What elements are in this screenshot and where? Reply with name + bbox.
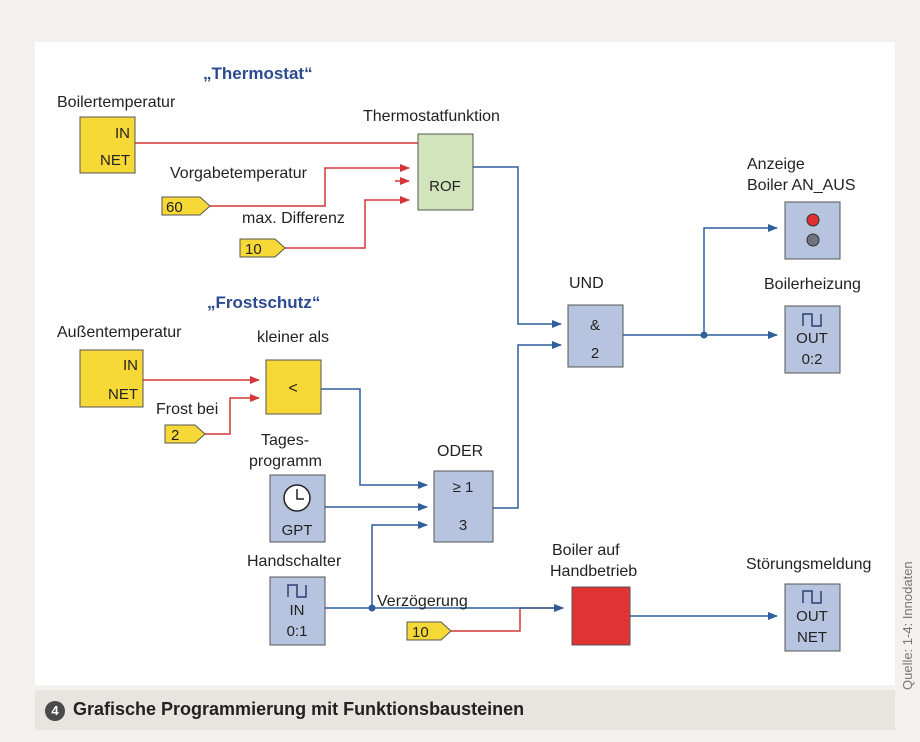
verz-label: Verzögerung: [377, 593, 468, 610]
oder-label: ODER: [437, 443, 483, 460]
caption-bar: 4 Grafische Programmierung mit Funktions…: [35, 690, 895, 730]
wire-thermo-und: [473, 166, 562, 328]
hand-line1: IN: [290, 602, 305, 619]
boilertemp-label: Boilertemperatur: [57, 94, 176, 111]
red-wires: [135, 139, 564, 632]
und-block: [567, 304, 624, 368]
anzeige-label-line1: Anzeige: [747, 156, 805, 173]
handbetrieb-label-line2: Handbetrieb: [550, 563, 637, 580]
verz-constant: [406, 621, 452, 641]
boilertemp-line1: IN: [115, 125, 130, 142]
pulse-icon: [287, 584, 307, 598]
handbetrieb-block: [571, 586, 631, 646]
pulse-icon: [802, 313, 822, 327]
boilertemp-line2: NET: [100, 152, 130, 169]
diagram-frame: „Thermostat“ „Frostschutz“: [35, 42, 895, 685]
tages-text: GPT: [282, 522, 313, 539]
anzeige-block: [784, 201, 841, 260]
aussen-label: Außentemperatur: [57, 324, 182, 341]
boilertemp-block: [79, 116, 136, 174]
maxdiff-label: max. Differenz: [242, 210, 345, 227]
junction-hand: [368, 604, 376, 612]
und-label: UND: [569, 275, 604, 292]
thermo-block: [417, 133, 474, 211]
hand-label: Handschalter: [247, 553, 342, 570]
wire-verz-handbetrieb: [451, 604, 564, 632]
kleiner-block: [265, 359, 322, 415]
stoerung-label: Störungsmeldung: [746, 556, 871, 573]
oder-line1: ≥ 1: [453, 479, 474, 496]
blue-wires: [321, 166, 778, 620]
frost-label: Frost bei: [156, 401, 218, 418]
kleiner-text: <: [288, 380, 297, 397]
wire-maxdiff-thermo: [285, 196, 410, 249]
pulse-icon: [802, 590, 822, 604]
tages-label-line1: Tages-: [261, 432, 309, 449]
wire-und-anzeige: [703, 224, 778, 335]
und-line1: &: [590, 317, 600, 334]
caption-number: 4: [45, 701, 65, 721]
oder-line2: 3: [459, 517, 467, 534]
heizung-line2: 0:2: [802, 351, 823, 368]
wire-frost-kleiner: [205, 394, 260, 435]
junction-und: [700, 331, 708, 339]
wire-kleiner-oder: [321, 388, 428, 489]
aussen-line2: NET: [108, 386, 138, 403]
source-credit: Quelle: 1-4: Innodaten: [900, 561, 915, 690]
vorgabe-constant: [161, 196, 211, 216]
tages-label-line2: programm: [249, 453, 322, 470]
wire-vorgabe-thermo: [210, 164, 410, 207]
aussen-line1: IN: [123, 357, 138, 374]
maxdiff-constant: [239, 238, 286, 258]
anzeige-label-line2: Boiler AN_AUS: [747, 177, 856, 194]
wire-oder-und: [493, 341, 562, 509]
oder-block: [433, 470, 494, 543]
function-block-diagram: „Thermostat“ „Frostschutz“: [57, 64, 871, 652]
handbetrieb-label-line1: Boiler auf: [552, 542, 620, 559]
heizung-label: Boilerheizung: [764, 276, 861, 293]
thermo-label: Thermostatfunktion: [363, 108, 500, 125]
stoerung-line2: NET: [797, 629, 827, 646]
kleiner-label: kleiner als: [257, 329, 329, 346]
vorgabe-label: Vorgabetemperatur: [170, 165, 308, 182]
caption-text: Grafische Programmierung mit Funktionsba…: [73, 699, 525, 719]
vorgabe-value: 60: [166, 199, 183, 216]
thermo-text: ROF: [429, 178, 461, 195]
frost-constant: [164, 424, 206, 444]
maxdiff-value: 10: [245, 241, 262, 258]
aussen-block: [79, 349, 144, 408]
hand-line2: 0:1: [287, 623, 308, 640]
frostschutz-title: „Frostschutz“: [207, 293, 320, 312]
heizung-line1: OUT: [796, 330, 828, 347]
stoerung-line1: OUT: [796, 608, 828, 625]
wire-hand-oder: [371, 521, 428, 608]
verz-value: 10: [412, 624, 429, 641]
clock-icon: [283, 484, 311, 512]
und-line2: 2: [591, 345, 599, 362]
thermostat-title: „Thermostat“: [203, 64, 313, 83]
lamp-on-icon: [806, 213, 820, 227]
frost-value: 2: [171, 427, 179, 444]
lamp-off-icon: [806, 233, 820, 247]
